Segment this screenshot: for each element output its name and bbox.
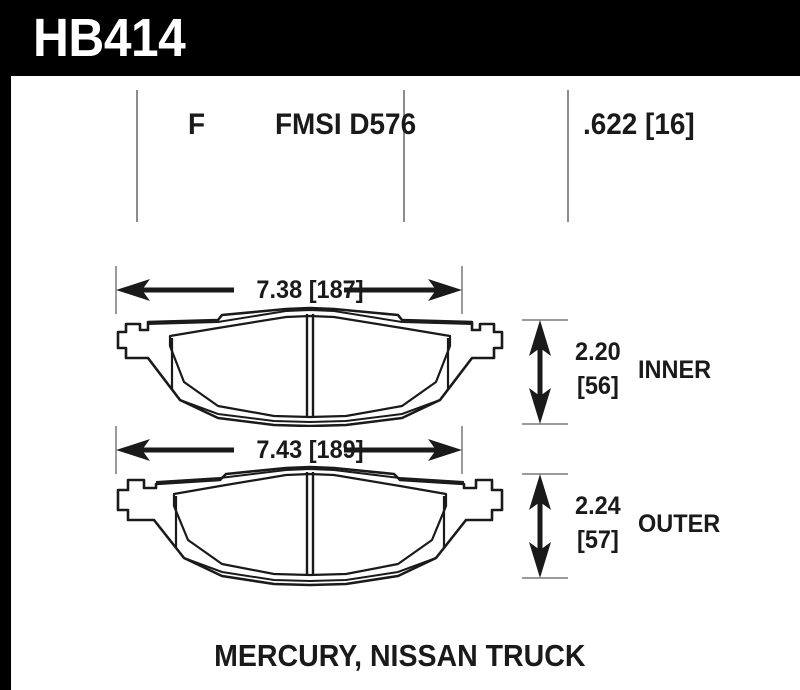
vehicle-caption-text: MERCURY, NISSAN TRUCK xyxy=(214,638,586,673)
spec-table-row: F FMSI D576 .622 [16] xyxy=(11,76,800,222)
outer-pad-height-inch: 2.24 xyxy=(575,492,621,520)
page-title: HB414 xyxy=(33,8,186,68)
spec-divider-2 xyxy=(403,90,405,222)
frame-left-rail xyxy=(0,76,11,690)
outer-pad-position-label: OUTER xyxy=(638,510,721,538)
vehicle-caption: MERCURY, NISSAN TRUCK xyxy=(0,638,800,674)
inner-pad-height-mm: [56] xyxy=(577,372,619,400)
spec-compound-grade: F xyxy=(188,108,206,141)
inner-pad-height-inch: 2.20 xyxy=(575,338,621,366)
spec-thickness: .622 [16] xyxy=(583,108,695,141)
inner-pad-drawing: 7.38 [187] xyxy=(110,262,510,427)
outer-pad-drawing: 7.43 [189] xyxy=(110,422,510,587)
inner-pad-width-dimension: 7.38 [187] xyxy=(256,276,364,304)
spec-divider-1 xyxy=(136,90,138,222)
outer-pad-height-dimension-group: 2.24 [57] OUTER xyxy=(520,470,720,582)
spec-divider-3 xyxy=(567,90,569,222)
spec-fmsi-number: FMSI D576 xyxy=(275,108,417,141)
inner-pad-position-label: INNER xyxy=(638,356,712,384)
outer-pad-height-mm: [57] xyxy=(577,526,619,554)
inner-pad-height-dimension-group: 2.20 [56] INNER xyxy=(520,316,711,428)
outer-pad-width-dimension: 7.43 [189] xyxy=(256,436,364,464)
header-bar: HB414 xyxy=(0,0,800,76)
